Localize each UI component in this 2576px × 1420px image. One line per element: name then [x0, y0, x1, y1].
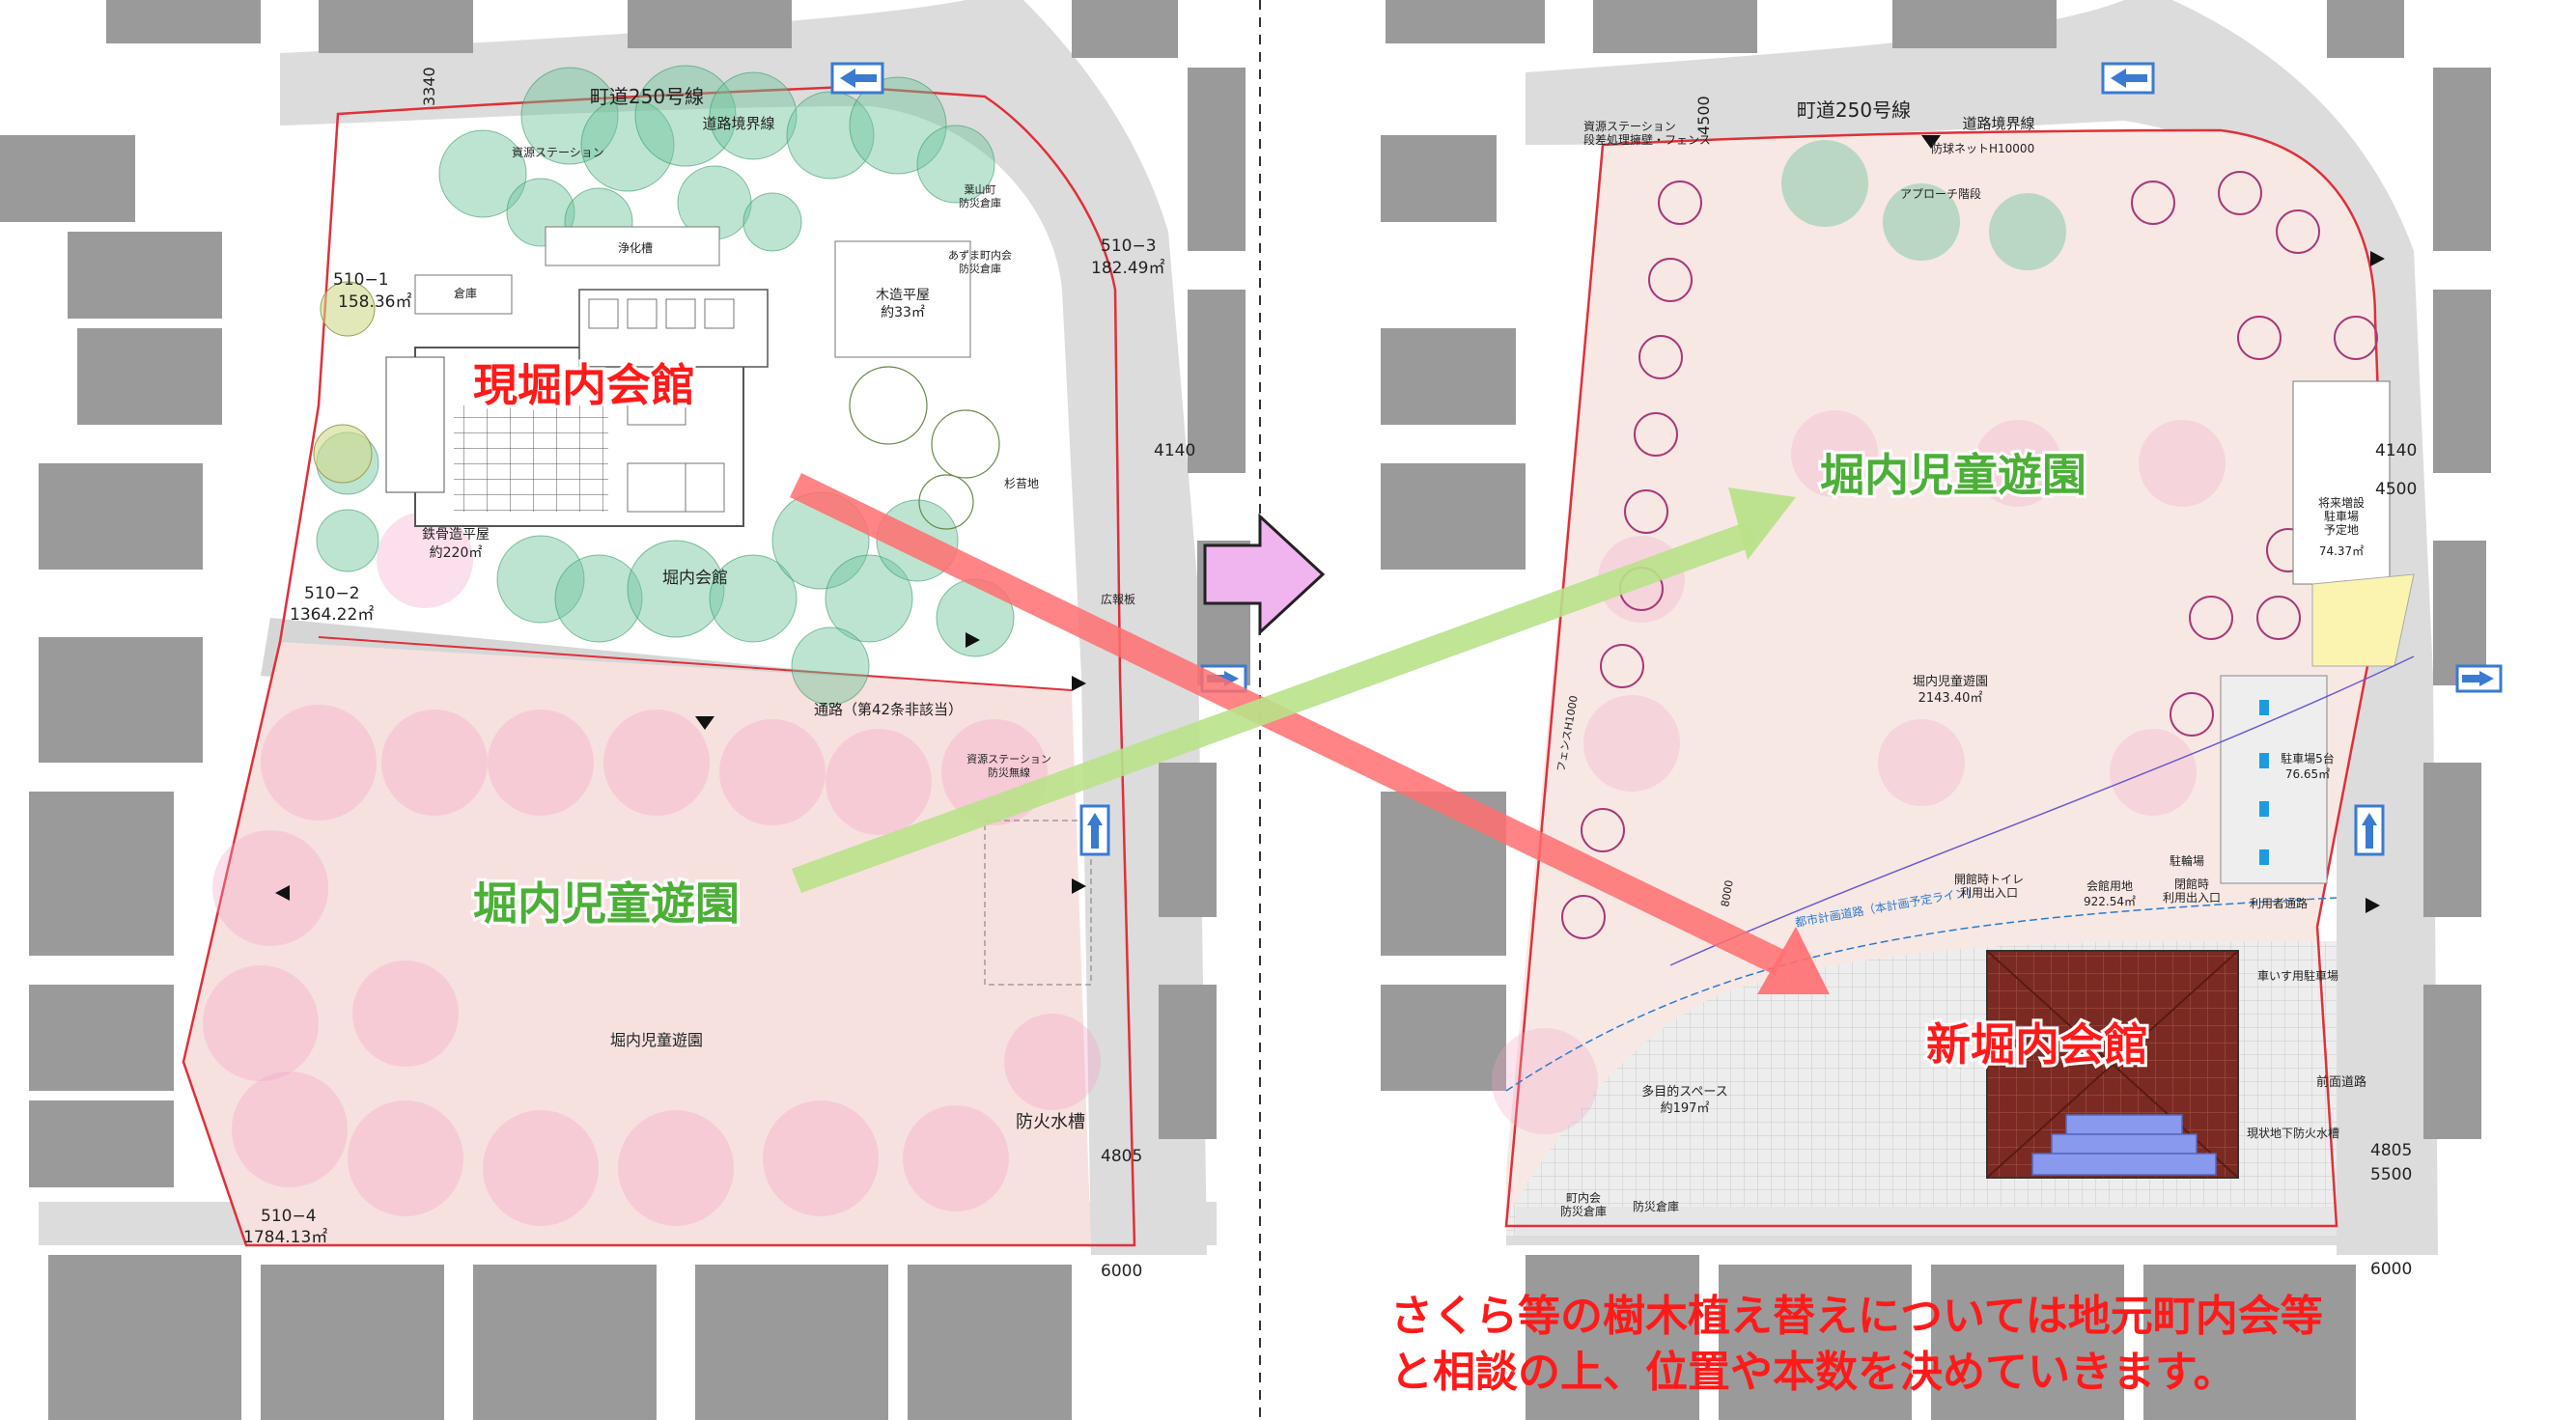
- right-disaster-store: 防災倉庫: [1633, 1199, 1679, 1213]
- left-wooden-house: 木造平屋: [876, 288, 930, 303]
- left-map: 町道250号線 道路境界線 3340 4140 4805 6000 510−1 …: [0, 0, 1255, 1420]
- right-parking-count: 駐車場5台: [2281, 751, 2335, 766]
- right-parking-area: 76.65㎡: [2285, 767, 2330, 781]
- right-width-low-a: 4805: [2370, 1141, 2412, 1160]
- left-septic-tank: 浄化槽: [618, 241, 653, 255]
- left-passage: 通路（第42条非該当）: [814, 701, 963, 718]
- left-broadcast-pole: 広報板: [1101, 593, 1135, 606]
- right-road-name: 町道250号線: [1797, 98, 1911, 122]
- lot-510-3-area: 182.49㎡: [1091, 259, 1164, 278]
- note-line-2: と相談の上、位置や本数を決めていきます。: [1390, 1348, 2236, 1397]
- left-road-name: 町道250号線: [590, 85, 704, 108]
- left-warehouse: 倉庫: [454, 286, 477, 300]
- right-multipurpose-area: 約197㎡: [1661, 1101, 1710, 1116]
- lot-510-2-area: 1364.22㎡: [290, 605, 374, 625]
- right-map: 町道250号線 道路境界線 4500 4140 4500 4805 5500 6…: [1381, 0, 2503, 1420]
- right-setback: 8000: [1719, 879, 1736, 908]
- left-boundary-label: 道路境界線: [702, 115, 774, 132]
- right-boundary-label: 道路境界線: [1962, 115, 2034, 132]
- left-resource-station: 資源ステーション: [512, 146, 604, 159]
- left-shed: 杉苔地: [1004, 477, 1039, 490]
- green-arrow-shaft: [792, 521, 1757, 893]
- right-wheelchair: 車いす用駐車場: [2257, 968, 2338, 983]
- left-park-title: 堀内児童遊園: [473, 877, 740, 930]
- right-front-road: 前面道路: [2316, 1074, 2366, 1090]
- right-closed-exit: 閉館時利用出入口: [2163, 877, 2221, 905]
- move-arrow: [1203, 513, 1326, 636]
- lot-510-4: 510−4: [261, 1207, 317, 1226]
- right-user-path: 利用者通路: [2250, 896, 2308, 910]
- right-hall-land-area: 922.54㎡: [2084, 895, 2136, 908]
- left-steel-house: 鉄骨造平屋: [422, 527, 490, 543]
- lot-510-4-area: 1784.13㎡: [243, 1228, 327, 1247]
- red-arrow-head: [1757, 927, 1830, 994]
- red-arrow-shaft: [790, 473, 1786, 975]
- right-bicycle: 駐輪場: [2170, 853, 2204, 868]
- new-hall-title: 新堀内会館: [1926, 1018, 2148, 1071]
- right-hall-land: 会館用地: [2086, 878, 2133, 893]
- right-width-right-a: 4140: [2375, 441, 2417, 460]
- note-line-1: さくら等の樹木植え替えについては地元町内会等: [1390, 1292, 2323, 1341]
- right-width-right-b: 4500: [2375, 480, 2417, 499]
- right-width-bottom: 6000: [2370, 1260, 2412, 1279]
- left-steel-house-area: 約220㎡: [430, 545, 483, 561]
- green-arrow-head: [1728, 487, 1796, 560]
- left-fire-tank: 防火水槽: [1016, 1112, 1085, 1132]
- right-width-low-b: 5500: [2370, 1165, 2412, 1184]
- lot-510-2: 510−2: [304, 584, 360, 603]
- right-multipurpose: 多目的スペース: [1641, 1084, 1727, 1100]
- left-hall-name-small: 堀内会館: [662, 569, 728, 588]
- right-future-parking-area: 74.37㎡: [2319, 544, 2364, 558]
- left-disaster-store-b: あずま町内会防災倉庫: [948, 248, 1012, 275]
- right-resource-station: 資源ステーション段差処理擁壁・フェンス: [1583, 120, 1711, 147]
- right-net: 防球ネットH10000: [1931, 141, 2034, 155]
- right-width-top: 4500: [1694, 96, 1713, 135]
- lot-510-1: 510−1: [333, 270, 389, 290]
- right-approach-steps: アプローチ階段: [1900, 186, 1981, 201]
- right-park-title: 堀内児童遊園: [1820, 449, 2086, 501]
- left-width-mid: 4140: [1154, 441, 1195, 460]
- right-park-name-small: 堀内児童遊園: [1913, 674, 1988, 689]
- right-underground-tank: 現状地下防火水槽: [2247, 1126, 2339, 1140]
- left-wooden-house-area: 約33㎡: [881, 305, 925, 320]
- lot-510-1-area: 158.36㎡: [338, 292, 411, 312]
- left-width-low: 4805: [1101, 1147, 1142, 1166]
- right-park-area: 2143.40㎡: [1918, 691, 1983, 706]
- right-toilet: 開館時トイレ利用出入口: [1954, 872, 2024, 900]
- left-width-bottom: 6000: [1101, 1262, 1142, 1281]
- left-width-top: 3340: [420, 67, 438, 106]
- left-resource-disaster: 資源ステーション防災無線: [966, 752, 1051, 779]
- relocation-arrows: [790, 473, 1830, 994]
- right-future-parking: 将来増設駐車場予定地: [2318, 495, 2365, 537]
- left-disaster-store-a: 葉山町防災倉庫: [959, 182, 1001, 209]
- lot-510-3: 510−3: [1101, 237, 1157, 256]
- right-town-store: 町内会防災倉庫: [1560, 1191, 1607, 1218]
- current-hall-title: 現堀内会館: [473, 359, 695, 411]
- left-park-name-small: 堀内児童遊園: [610, 1031, 703, 1049]
